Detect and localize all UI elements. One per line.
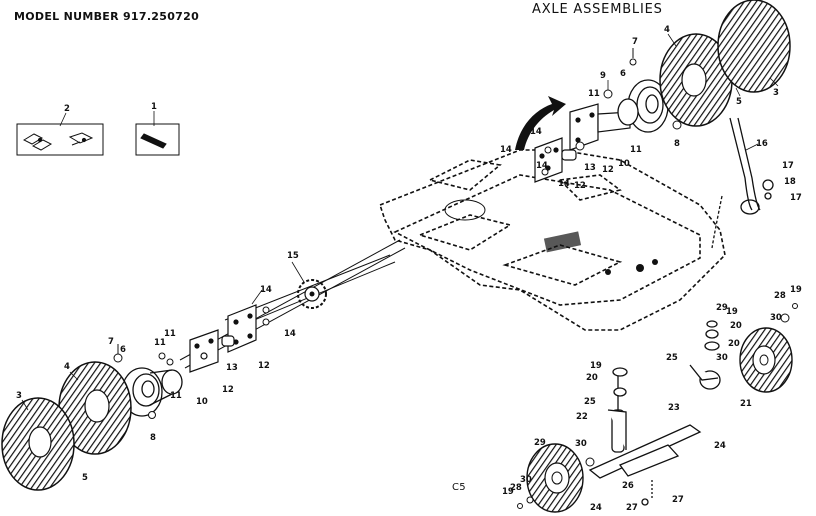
callout-10: 10 [196,397,208,407]
tractor-frame [379,149,726,331]
callout-11b: 11 [154,338,166,348]
callout-19b: 19 [790,285,802,295]
callout-11d: 11 [588,89,600,99]
callout-7b: 7 [632,37,638,47]
callout-14c: 14 [530,127,542,137]
callout-5b: 5 [736,97,742,107]
frame-features [444,199,658,275]
callout-12d: 12 [574,181,586,191]
callout-24b: 24 [590,503,602,513]
callout-24: 24 [714,441,726,451]
callout-3b: 3 [773,88,779,98]
callout-10b: 10 [618,159,630,169]
callout-4: 4 [64,362,70,372]
diagram-title: AXLE ASSEMBLIES [532,2,663,17]
callout-16: 16 [756,139,768,149]
callout-6b: 6 [620,69,626,79]
bearing-plate-upper [569,103,631,151]
inset-box-2 [16,123,104,156]
callout-13b: 13 [584,163,596,173]
front-axle-assembly [588,320,721,506]
callout-14e: 14 [536,161,548,171]
hardware [113,48,682,419]
callout-27: 27 [672,495,684,505]
callout-25: 25 [666,353,678,363]
callout-25b: 25 [584,397,596,407]
callout-17b: 17 [790,193,802,203]
callout-17: 17 [782,161,794,171]
callout-7: 7 [108,337,114,347]
front-wheel-right [739,303,798,393]
callout-21: 21 [740,399,752,409]
callout-28b: 28 [510,483,522,493]
callout-26: 26 [622,481,634,491]
bearing-plate-lower [221,304,257,353]
callout-12: 12 [222,385,234,395]
callout-15: 15 [287,251,299,261]
callout-29b: 29 [716,303,728,313]
callout-20c: 20 [586,373,598,383]
callout-27b: 27 [626,503,638,513]
inset-part-1 [135,123,180,156]
callout-11e: 11 [630,145,642,155]
callout-12c: 12 [602,165,614,175]
callout-labels: 2 1 3 3 4 4 5 5 6 6 7 7 8 8 9 10 10 11 1… [16,25,802,513]
callout-6: 6 [120,345,126,355]
callout-1: 1 [151,102,157,112]
callout-20: 20 [730,321,742,331]
callout-23: 23 [668,403,680,413]
callout-30b: 30 [770,313,782,323]
callout-14d: 14 [500,145,512,155]
sprocket [297,279,327,309]
inset-part-2 [16,123,104,156]
leader-lines [21,33,779,411]
callout-14b: 14 [284,329,296,339]
callout-8: 8 [150,433,156,443]
callout-19: 19 [726,307,738,317]
callout-20b: 20 [728,339,740,349]
callout-28: 28 [774,291,786,301]
callout-2: 2 [64,104,70,114]
callout-11c: 11 [170,391,182,401]
callout-29: 29 [534,438,546,448]
callout-11: 11 [164,329,176,339]
model-number-label: MODEL NUMBER 917.250720 [14,10,200,23]
rear-tire-right-outer [717,0,791,93]
callout-9: 9 [600,71,606,81]
callout-30d: 30 [520,475,532,485]
callout-13: 13 [226,363,238,373]
inset-box-1 [135,123,180,156]
callout-8b: 8 [674,139,680,149]
callout-18: 18 [784,177,796,187]
callout-19d: 19 [502,487,514,497]
rear-hub-left [121,367,183,417]
rear-tire-left-outer [1,397,75,491]
rear-hub-right [617,79,669,133]
callout-22: 22 [576,412,588,422]
page-code: C5 [452,482,466,493]
callout-12b: 12 [258,361,270,371]
rear-tire-right-inner [659,33,733,127]
callout-3: 3 [16,391,22,401]
callout-14: 14 [260,285,272,295]
front-wheel-left [517,443,595,513]
callout-30c: 30 [716,353,728,363]
steering-rod [711,117,774,249]
callout-5: 5 [82,473,88,483]
callout-19c: 19 [590,361,602,371]
callout-4b: 4 [664,25,670,35]
callout-14f: 14 [558,179,570,189]
callout-30: 30 [575,439,587,449]
direction-arrow [515,96,566,150]
bearing-plate-lower-inner [189,329,219,373]
